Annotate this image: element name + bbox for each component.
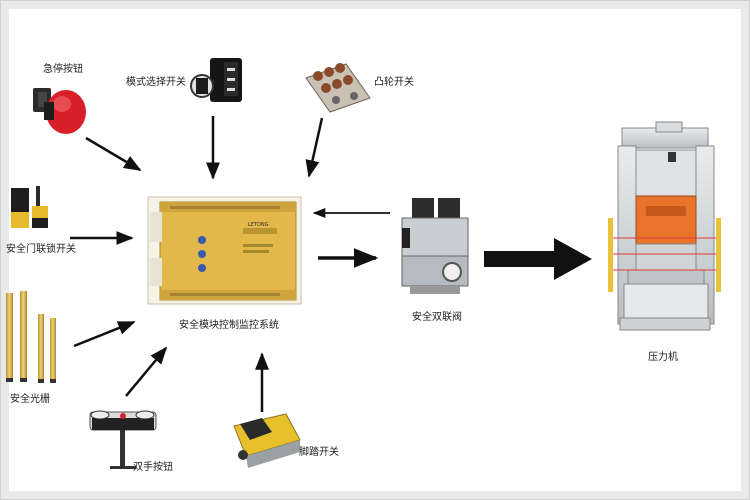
emergency-stop-button-icon xyxy=(33,88,86,134)
controller-brand-text: LETONG xyxy=(248,222,269,228)
label-cam-switch: 凸轮开关 xyxy=(374,77,414,88)
label-mode-switch: 模式选择开关 xyxy=(126,77,186,88)
mode-switch-icon xyxy=(190,58,242,102)
label-emergency-stop: 急停按钮 xyxy=(43,64,83,75)
label-foot-switch: 脚踏开关 xyxy=(299,447,339,458)
label-light-curtain: 安全光栅 xyxy=(10,394,50,405)
safety-valve-icon xyxy=(401,198,469,294)
arrow-curtain-to-controller xyxy=(73,320,136,348)
light-curtain-icon xyxy=(6,291,56,383)
arrow-cam-to-controller xyxy=(305,117,324,178)
door-interlock-switch-icon xyxy=(11,186,48,228)
label-press: 压力机 xyxy=(648,352,678,363)
press-machine-icon xyxy=(608,121,721,331)
label-controller: 安全模块控制监控系统 xyxy=(179,320,279,331)
label-two-hand: 双手按钮 xyxy=(133,462,173,473)
foot-switch-icon xyxy=(233,413,301,468)
controller-module-icon xyxy=(147,196,302,305)
arrow-valve-to-press xyxy=(484,238,592,280)
label-door-interlock: 安全门联锁开关 xyxy=(6,244,76,255)
arrow-twohand-to-controller xyxy=(125,346,168,397)
arrows xyxy=(70,116,390,412)
arrow-estop-to-controller xyxy=(85,136,142,172)
cam-switch-icon xyxy=(305,63,371,113)
two-hand-button-icon xyxy=(89,410,157,469)
label-valve: 安全双联阀 xyxy=(412,312,462,323)
